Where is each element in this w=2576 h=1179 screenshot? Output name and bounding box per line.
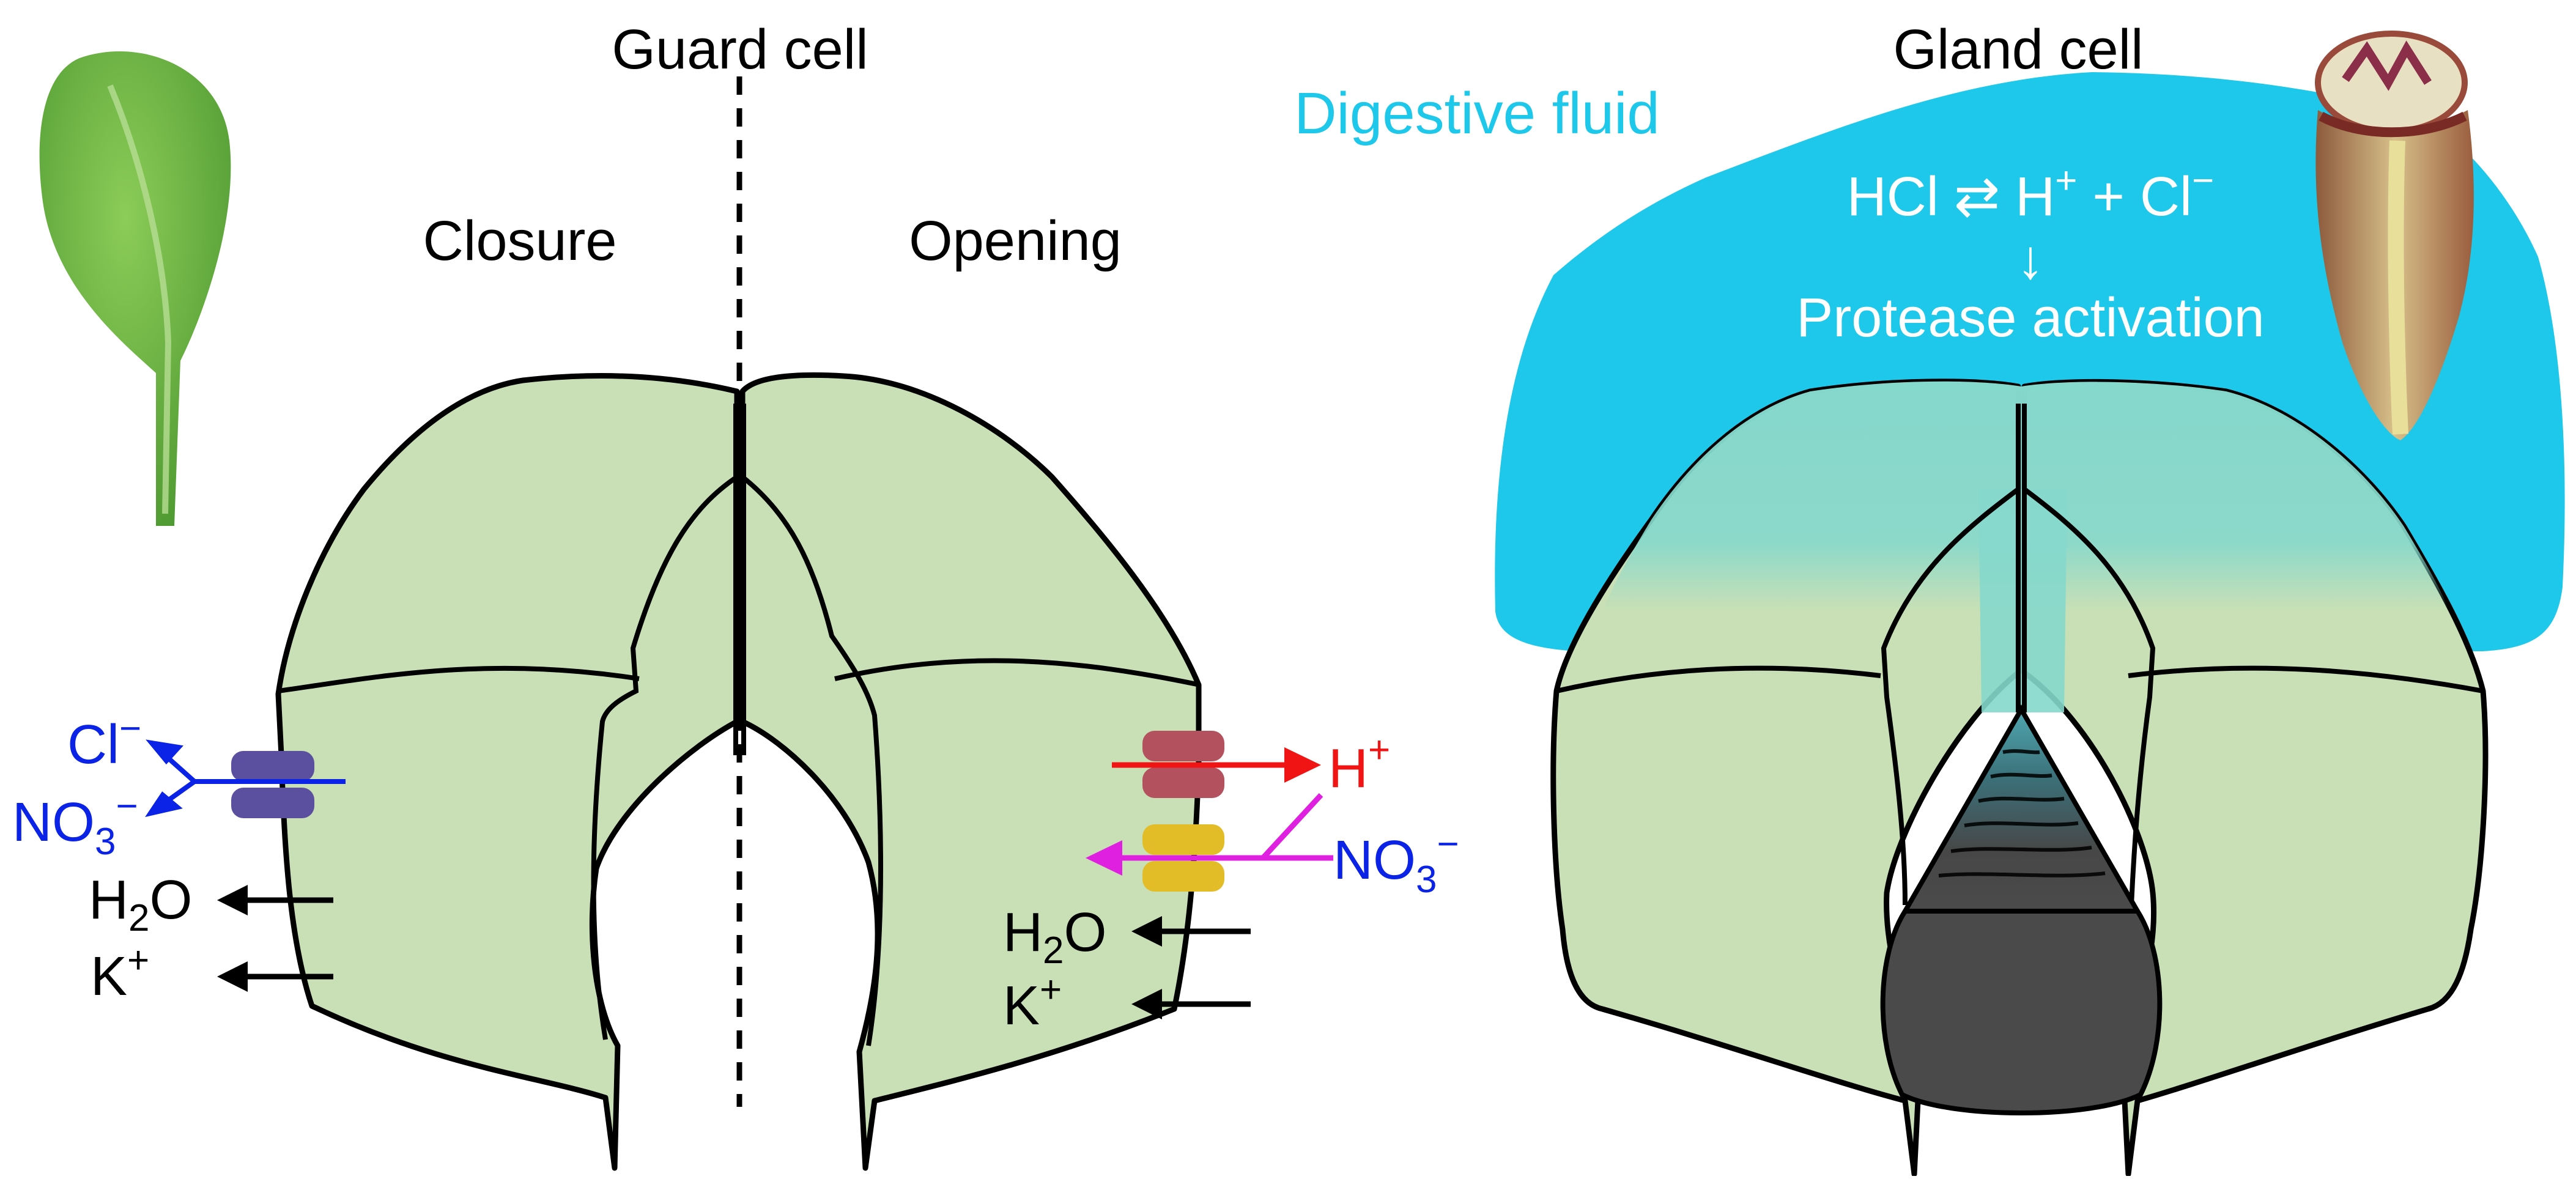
reaction-arrow: ↓	[2017, 229, 2045, 290]
leaf-image	[39, 51, 231, 526]
acid-equilibrium-label: HCl ⇄ H+ + Cl−	[1847, 160, 2214, 227]
guard-cell-left-shape	[275, 373, 740, 1171]
guard-cell-panel: Guard cell Closure Opening Cl− NO3− H2O …	[12, 18, 1459, 1171]
closure-chloride-label: Cl−	[67, 708, 141, 775]
closure-label: Closure	[423, 210, 616, 272]
anion-efflux-arrows	[145, 739, 346, 818]
slac-anion-channel	[231, 751, 314, 782]
gland-dark-base	[1880, 909, 2163, 1115]
nitrate-uptake-arrow	[1086, 793, 1333, 876]
proton-pump	[1142, 731, 1224, 761]
protease-activation-label: Protease activation	[1796, 287, 2264, 349]
closure-water-label: H2O	[89, 870, 193, 939]
slac-anion-channel-lower	[231, 788, 314, 818]
pitcher-image	[2315, 31, 2474, 440]
guard-cell-title: Guard cell	[612, 18, 868, 81]
opening-influx-arrows	[1131, 916, 1251, 1019]
guard-cell-right-shape	[739, 372, 1202, 1171]
closure-potassium-label: K+	[91, 939, 149, 1007]
opening-label: Opening	[909, 210, 1122, 272]
opening-proton-label: H+	[1328, 729, 1390, 799]
nitrate-transporter	[1142, 824, 1224, 855]
proton-efflux-arrow	[1112, 747, 1321, 783]
gland-cell-title: Gland cell	[1893, 18, 2143, 81]
closure-nitrate-label: NO3−	[12, 785, 138, 863]
proton-pump-lower	[1142, 767, 1224, 798]
closure-efflux-arrows	[217, 885, 333, 992]
nitrate-transporter-lower	[1142, 861, 1224, 892]
digestive-fluid-label: Digestive fluid	[1294, 81, 1660, 146]
opening-potassium-label: K+	[1003, 969, 1062, 1037]
opening-nitrate-label: NO3−	[1333, 823, 1459, 901]
opening-water-label: H2O	[1003, 902, 1107, 972]
gland-cell-panel: Gland cell Digestive fluid HCl ⇄ H+ + Cl…	[1294, 18, 2565, 1177]
